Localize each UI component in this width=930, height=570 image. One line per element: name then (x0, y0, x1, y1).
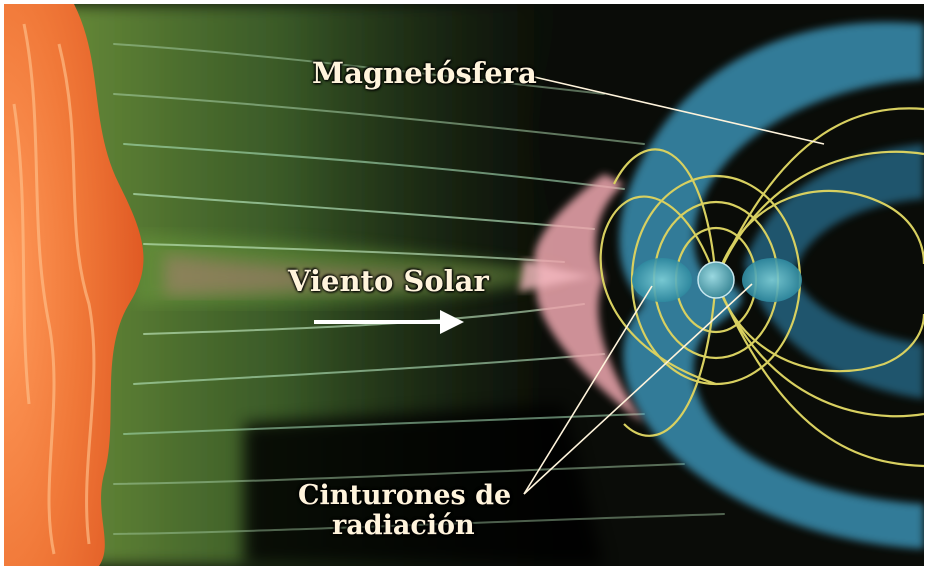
diagram-illustration (4, 4, 924, 566)
magnetosphere-envelope (619, 22, 924, 549)
bow-shock-nose (519, 259, 594, 292)
solar-wind-lines (113, 43, 725, 535)
belt-pointer-right (523, 283, 753, 495)
radiation-belts-label-line2: radiación (332, 510, 475, 541)
radiation-belt-left (632, 258, 692, 302)
solar-wind-label: Viento Solar (288, 264, 489, 298)
belt-pointer-left (523, 285, 653, 495)
earth-icon (697, 261, 735, 299)
radiation-belt-right (742, 258, 802, 302)
solar-wind-pink (164, 254, 524, 296)
arrow-right-icon (314, 310, 464, 334)
magnetosphere-pointer (529, 75, 825, 145)
sun-filaments (12, 23, 96, 555)
diagram-frame: Magnetósfera Viento Solar Cinturones de … (4, 4, 924, 566)
sun-icon (4, 4, 144, 566)
magnetosphere-label: Magnetósfera (312, 56, 537, 90)
bow-shock (534, 174, 644, 424)
label-pointers (523, 75, 825, 495)
dark-region (244, 404, 604, 566)
magnetotail-lobe (744, 144, 924, 399)
radiation-belts-label-line1: Cinturones de (298, 480, 512, 511)
